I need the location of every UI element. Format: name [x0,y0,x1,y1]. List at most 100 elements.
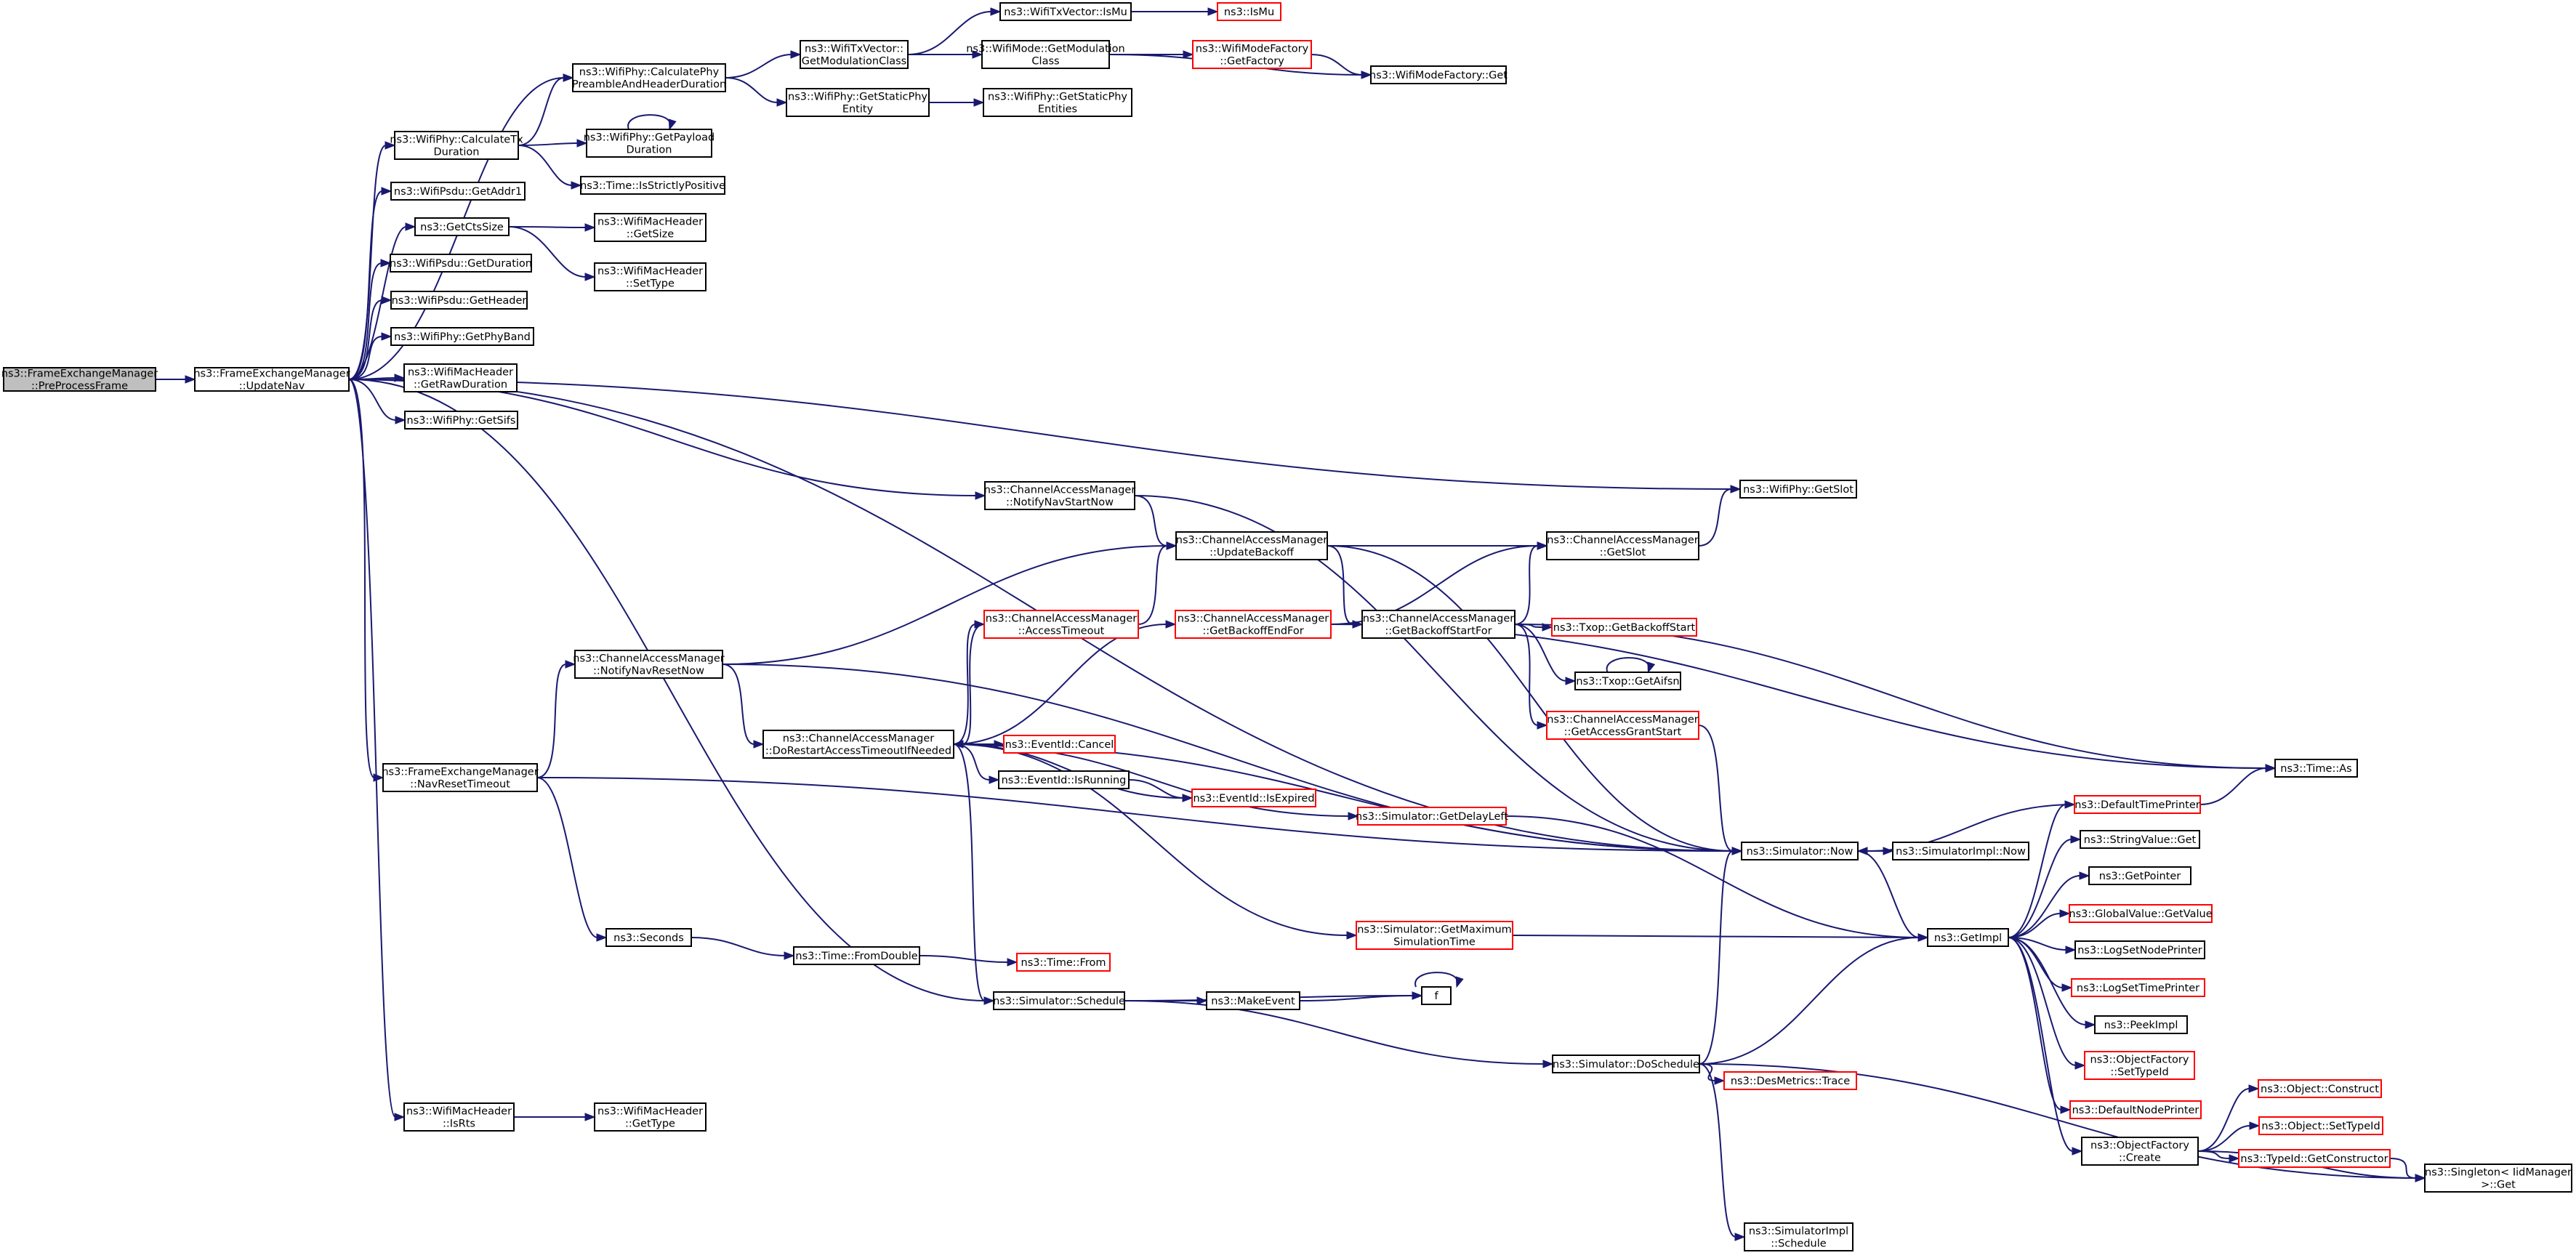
graph-node-eventisrunning[interactable]: ns3::EventId::IsRunning [998,770,1130,789]
call-edge-seconds-fromdouble [691,937,795,960]
graph-node-label: ns3::WifiPhy::GetStaticPhy [988,92,1127,103]
graph-node-isstrictlypositive[interactable]: ns3::Time::IsStrictlyPositive [580,176,725,195]
call-edge-fromdouble-timefrom [919,955,1018,967]
graph-node-modefactoryget[interactable]: ns3::WifiModeFactory::Get [1369,65,1508,84]
graph-node-peekimpl[interactable]: ns3::PeekImpl [2094,1015,2188,1034]
graph-node-label: ns3::WifiPhy::CalculateTx [390,134,523,146]
graph-node-stringvalueget[interactable]: ns3::StringValue::Get [2080,830,2200,849]
graph-node-getphyband[interactable]: ns3::WifiPhy::GetPhyBand [390,327,534,346]
graph-node-simnow[interactable]: ns3::Simulator::Now [1741,842,1859,860]
graph-node-label: ns3::ChannelAccessManager [1547,535,1699,547]
graph-node-txopgetbackoffstart[interactable]: ns3::Txop::GetBackoffStart [1551,618,1697,637]
graph-node-label: ns3::ChannelAccessManager [984,485,1136,496]
call-edge-getimpl-stringvalueget [2008,835,2082,938]
graph-node-accesstimeout[interactable]: ns3::ChannelAccessManager::AccessTimeout [983,610,1139,639]
call-edge-dorestart-getmaxsimtime [953,743,1358,940]
graph-node-ismu[interactable]: ns3::IsMu [1217,2,1281,21]
call-edge-f-f [1414,972,1464,988]
graph-node-label: ::GetFactory [1220,56,1284,68]
graph-node-modefactorygetfactory[interactable]: ns3::WifiModeFactory::GetFactory [1192,40,1312,69]
graph-node-label: ::NavResetTimeout [410,779,510,791]
graph-node-objectsettypeid[interactable]: ns3::Object::SetTypeId [2258,1116,2383,1135]
graph-node-label: ns3::WifiPsdu::GetDuration [390,258,532,270]
graph-node-simschedule[interactable]: ns3::Simulator::Schedule [993,991,1125,1010]
call-edge-getbackoffstartfor-getaccessgrantstart [1514,624,1548,730]
graph-node-label: ::NotifyNavResetNow [593,666,704,677]
graph-node-f[interactable]: f [1421,986,1452,1005]
graph-node-calcpreamble[interactable]: ns3::WifiPhy::CalculatePhyPreambleAndHea… [572,63,726,92]
graph-node-getrawduration[interactable]: ns3::WifiMacHeader::GetRawDuration [403,363,518,392]
graph-node-macsettype[interactable]: ns3::WifiMacHeader::SetType [594,262,707,291]
call-edge-navresettimeout-simnow [536,777,1743,855]
graph-node-macgetsize[interactable]: ns3::WifiMacHeader::GetSize [594,213,707,242]
graph-node-preprocess[interactable]: ns3::FrameExchangeManager::PreProcessFra… [1,367,158,392]
graph-node-macgettype[interactable]: ns3::WifiMacHeader::GetType [594,1102,707,1132]
graph-node-getdelayleft[interactable]: ns3::Simulator::GetDelayLeft [1356,807,1508,826]
graph-node-getaddr1[interactable]: ns3::WifiPsdu::GetAddr1 [390,182,526,201]
graph-node-notifynavreset[interactable]: ns3::ChannelAccessManager::NotifyNavRese… [573,650,725,679]
graph-node-psdugetheader[interactable]: ns3::WifiPsdu::GetHeader [390,291,528,310]
graph-node-getslot[interactable]: ns3::WifiPhy::GetSlot [1739,480,1857,499]
graph-node-updatebackoff[interactable]: ns3::ChannelAccessManager::UpdateBackoff [1175,531,1328,560]
graph-node-getctssize[interactable]: ns3::GetCtsSize [414,217,510,236]
graph-node-simimplschedule[interactable]: ns3::SimulatorImpl::Schedule [1744,1222,1853,1251]
graph-node-getconstructor[interactable]: ns3::TypeId::GetConstructor [2238,1149,2391,1168]
graph-node-getbackoffstartfor[interactable]: ns3::ChannelAccessManager::GetBackoffSta… [1361,610,1516,639]
graph-node-fromdouble[interactable]: ns3::Time::FromDouble [793,946,920,965]
call-edge-getimpl-peekimpl [2008,937,2096,1029]
graph-node-label: GetModulationClass [802,56,906,68]
graph-node-txopgetaifsn[interactable]: ns3::Txop::GetAifsn [1574,672,1681,690]
graph-node-getaccessgrantstart[interactable]: ns3::ChannelAccessManager::GetAccessGran… [1546,711,1699,740]
graph-node-txvecismu[interactable]: ns3::WifiTxVector::IsMu [999,2,1132,21]
graph-node-label: ns3::DesMetrics::Trace [1731,1076,1850,1087]
graph-node-updatenav[interactable]: ns3::FrameExchangeManager::UpdateNav [193,367,350,392]
graph-node-label: ns3::DefaultNodePrinter [2072,1105,2199,1116]
graph-node-getbackoffendfor[interactable]: ns3::ChannelAccessManager::GetBackoffEnd… [1175,610,1332,639]
graph-node-timeas[interactable]: ns3::Time::As [2274,759,2358,778]
graph-node-makeevent[interactable]: ns3::MakeEvent [1206,991,1300,1010]
graph-node-label: ns3::TypeId::GetConstructor [2240,1153,2388,1165]
graph-node-objfactorysettypeid[interactable]: ns3::ObjectFactory::SetTypeId [2084,1051,2195,1080]
graph-node-defaulttimeprinter[interactable]: ns3::DefaultTimePrinter [2074,795,2201,814]
graph-node-logsetnodeprinter[interactable]: ns3::LogSetNodePrinter [2074,940,2205,959]
graph-node-globalvalueget[interactable]: ns3::GlobalValue::GetValue [2069,904,2213,923]
graph-node-timefrom[interactable]: ns3::Time::From [1016,953,1111,972]
graph-node-seconds[interactable]: ns3::Seconds [605,928,692,947]
graph-node-label: ns3::WifiMode::GetModulation [966,44,1125,55]
graph-node-psdugetduration[interactable]: ns3::WifiPsdu::GetDuration [390,254,532,273]
graph-node-defaultnodeprinter[interactable]: ns3::DefaultNodePrinter [2069,1100,2202,1119]
graph-node-simimplnow[interactable]: ns3::SimulatorImpl::Now [1892,842,2029,860]
graph-node-logsettimeprinter[interactable]: ns3::LogSetTimePrinter [2071,978,2205,997]
graph-node-eventcancel[interactable]: ns3::EventId::Cancel [1003,735,1116,754]
graph-node-label: ns3::LogSetTimePrinter [2077,983,2199,994]
call-edge-defaulttimeprinter-timeas [2199,764,2277,805]
graph-node-doschedule[interactable]: ns3::Simulator::DoSchedule [1552,1055,1700,1073]
graph-node-label: ns3::StringValue::Get [2084,834,2197,846]
graph-node-objectconstruct[interactable]: ns3::Object::Construct [2258,1079,2382,1098]
graph-node-navresettimeout[interactable]: ns3::FrameExchangeManager::NavResetTimeo… [382,763,539,792]
graph-node-getsifs[interactable]: ns3::WifiPhy::GetSifs [404,411,518,430]
graph-node-label: ns3::WifiPhy::CalculatePhy [579,67,720,78]
graph-node-txvecgetmodclass[interactable]: ns3::WifiTxVector::GetModulationClass [800,40,909,69]
graph-node-eventisexpired[interactable]: ns3::EventId::IsExpired [1191,789,1316,807]
graph-node-dorestart[interactable]: ns3::ChannelAccessManager::DoRestartAcce… [762,730,954,759]
graph-node-label: Duration [627,145,672,156]
graph-node-label: ::GetRawDuration [414,379,507,391]
graph-node-camgetslot[interactable]: ns3::ChannelAccessManager::GetSlot [1546,531,1699,560]
graph-node-notifynavstart[interactable]: ns3::ChannelAccessManager::NotifyNavStar… [984,481,1136,510]
call-edge-calcpreamble-getstaticphy [725,77,788,107]
graph-node-label: ns3::MakeEvent [1211,996,1295,1007]
graph-node-singleton[interactable]: ns3::Singleton< IidManager>::Get [2424,1164,2572,1193]
call-edge-updatenav-notifynavstart [348,379,986,500]
graph-node-objfactorycreate[interactable]: ns3::ObjectFactory::Create [2081,1137,2199,1166]
graph-node-macisrts[interactable]: ns3::WifiMacHeader::IsRts [403,1102,515,1132]
graph-node-getimpl[interactable]: ns3::GetImpl [1927,928,2009,947]
graph-node-getpointer[interactable]: ns3::GetPointer [2088,866,2191,885]
graph-node-modegetmodclass[interactable]: ns3::WifiMode::GetModulationClass [966,40,1125,69]
graph-node-desmetricstrace[interactable]: ns3::DesMetrics::Trace [1723,1071,1857,1090]
